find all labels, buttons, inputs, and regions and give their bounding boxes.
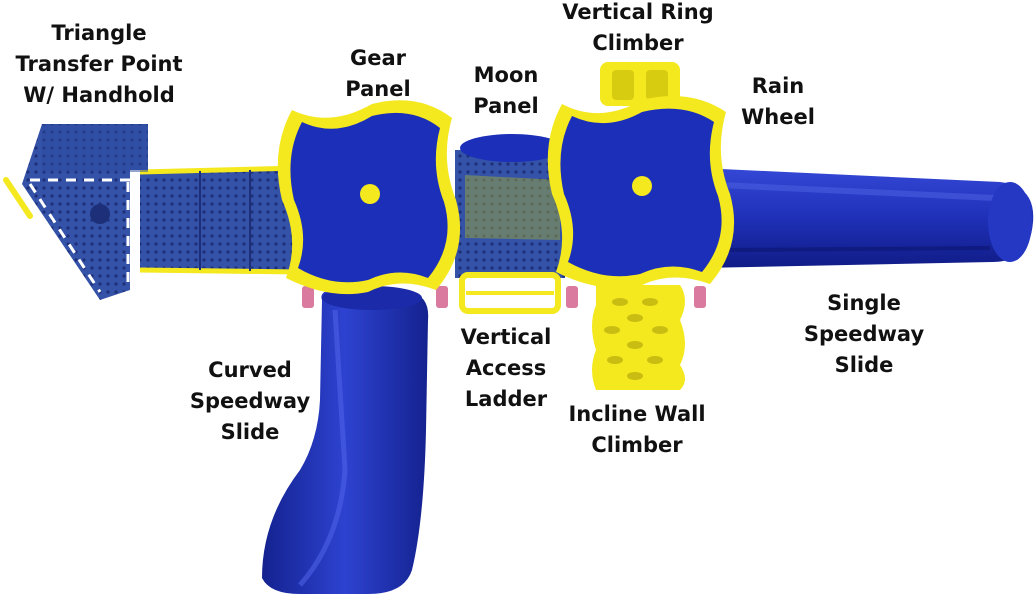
mesh-bridge — [139, 165, 301, 275]
rain-wheel-deck — [547, 96, 735, 289]
label-gear-panel: Gear Panel — [345, 46, 411, 101]
label-vertical-ring-climber: Vertical Ring Climber — [562, 0, 714, 55]
label-triangle-transfer-point: Triangle Transfer Point W/ Handhold — [15, 21, 183, 107]
vertical-access-ladder — [459, 272, 561, 314]
label-vertical-access-ladder: Vertical Access Ladder — [460, 325, 552, 411]
label-rain-wheel: Rain Wheel — [741, 74, 815, 129]
curved-speedway-slide — [262, 286, 429, 595]
incline-wall-climber — [592, 285, 685, 390]
label-moon-panel: Moon Panel — [473, 63, 539, 118]
label-incline-wall-climber: Incline Wall Climber — [568, 402, 706, 457]
mid-mesh-bridge — [455, 150, 565, 278]
label-curved-speedway-slide: Curved Speedway Slide — [189, 358, 311, 444]
triangle-transfer-point — [3, 124, 148, 300]
support-posts — [302, 286, 706, 308]
single-speedway-slide — [700, 168, 1034, 268]
moon-panel — [460, 134, 564, 162]
label-single-speedway-slide: Single Speedway Slide — [803, 291, 925, 377]
vertical-ring-climber — [600, 62, 680, 106]
gear-panel-deck — [277, 100, 461, 295]
